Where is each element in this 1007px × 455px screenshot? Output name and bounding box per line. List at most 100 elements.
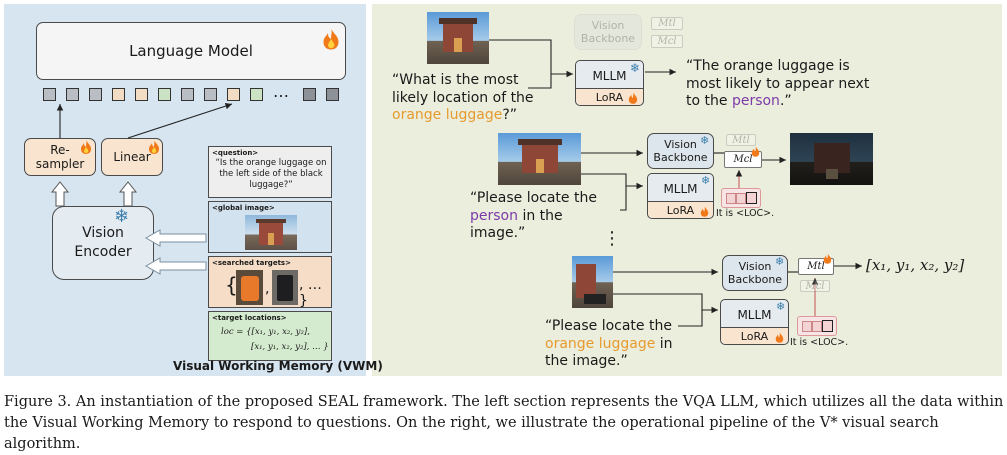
language-model-box: Language Model — [36, 22, 346, 80]
flame-icon — [823, 253, 832, 264]
snowflake-icon: ❄ — [700, 134, 710, 147]
row3-mcl-label: Mcl — [805, 280, 825, 292]
row1-answer-end: .” — [779, 93, 792, 109]
row1-vision-backbone-ghost: Vision Backbone — [574, 14, 642, 50]
visual-token — [303, 88, 316, 101]
linear-label: Linear — [113, 150, 151, 164]
token-ellipsis: … — [273, 82, 289, 101]
row1-question-end: ?” — [502, 107, 518, 123]
row2-input-image — [498, 133, 581, 185]
row3-vision-backbone-box: Vision Backbone — [722, 255, 788, 291]
row3-question-text: “Please locate the — [545, 318, 672, 334]
row1-mcl-label: Mcl — [657, 36, 677, 47]
visual-token — [204, 88, 217, 101]
row2-mllm-label: MLLM — [663, 182, 698, 196]
row1-mcl-ghost: Mcl — [651, 35, 683, 48]
row2-question-highlight: person — [470, 207, 518, 224]
loc-line-2: [x₁, y₁, x₂, y₂], … } — [251, 342, 329, 352]
row1-mtl-ghost: Mtl — [651, 17, 683, 30]
row2-mcl-label: Mcl — [733, 154, 753, 165]
row1-input-image — [427, 12, 489, 64]
row3-question-highlight: orange luggage — [545, 335, 656, 352]
snowflake-icon: ❄ — [701, 174, 711, 187]
row2-question-text: “Please locate the — [470, 190, 597, 206]
flame-icon — [775, 332, 784, 343]
row1-mllm-label: MLLM — [592, 69, 627, 83]
row3-vision-backbone-label: Vision Backbone — [727, 260, 783, 286]
row2-lora-label: LoRA — [666, 203, 695, 217]
snowflake-icon: ❄ — [114, 206, 130, 227]
row3-input-image — [572, 256, 613, 308]
row1-answer: “The orange luggage is most likely to ap… — [686, 58, 886, 111]
flame-icon — [81, 140, 91, 154]
row1-vision-backbone-label: Vision Backbone — [580, 19, 636, 45]
row3-question: “Please locate the orange luggage in the… — [545, 318, 677, 371]
visual-token — [43, 88, 56, 101]
flame-icon — [751, 146, 760, 157]
vwm-target-locations-box: <target locations> loc = {[x₁, y₁, x₂, y… — [208, 311, 332, 361]
row2-mtl-label: Mtl — [732, 134, 750, 146]
flame-icon — [700, 206, 709, 217]
language-model-label: Language Model — [129, 42, 253, 60]
visual-token — [158, 88, 171, 101]
vwm-global-image-box: <global image> — [208, 201, 332, 253]
black-luggage-crop — [272, 270, 298, 305]
vertical-ellipsis: ⋮ — [603, 228, 621, 249]
flame-icon — [628, 92, 638, 104]
snowflake-icon: ❄ — [775, 255, 785, 268]
visual-token — [112, 88, 125, 101]
row3-it-is-loc: It is <LOC>. — [790, 337, 849, 348]
row2-vision-backbone-box: Vision Backbone — [647, 133, 714, 169]
visual-token — [227, 88, 240, 101]
row1-answer-text: “The orange luggage is most likely to ap… — [686, 58, 870, 109]
question-text: “Is the orange luggage on the left side … — [215, 158, 327, 190]
row2-lora-box: LoRA — [648, 201, 713, 218]
row3-lora-label: LoRA — [740, 329, 769, 343]
orange-luggage-crop — [236, 270, 263, 305]
row1-question: “What is the most likely location of the… — [392, 72, 552, 125]
flame-icon — [149, 140, 159, 154]
vision-encoder-box: Vision Encoder — [52, 206, 154, 280]
row3-output-tokens — [797, 316, 837, 336]
question-header: <question> — [212, 149, 259, 157]
visual-token — [326, 88, 339, 101]
row3-mtl-label: Mtl — [807, 261, 825, 272]
visual-token — [89, 88, 102, 101]
row2-output-tokens — [721, 188, 761, 208]
global-image-header: <global image> — [212, 204, 275, 212]
row3-lora-box: LoRA — [721, 327, 788, 344]
locations-header: <target locations> — [212, 314, 287, 322]
resampler-label: Re- sampler — [35, 143, 85, 171]
flame-icon — [323, 28, 339, 50]
linear-box: Linear — [101, 138, 163, 176]
targets-brace-close: , … } — [299, 277, 322, 309]
row1-lora-label: LoRA — [595, 90, 624, 104]
vwm-title: Visual Working Memory (VWM) — [173, 359, 383, 373]
row1-answer-highlight: person — [731, 93, 780, 109]
figure-caption: Figure 3. An instantiation of the propos… — [4, 394, 1004, 452]
row2-question: “Please locate the person in the image.” — [470, 190, 620, 243]
row3-mllm-label: MLLM — [737, 308, 772, 322]
row1-question-highlight: orange luggage — [392, 107, 503, 123]
snowflake-icon: ❄ — [776, 300, 786, 313]
targets-brace-open: { — [225, 273, 238, 297]
vwm-searched-targets-box: <searched targets> { , , … } — [208, 256, 332, 309]
row1-mtl-label: Mtl — [658, 18, 676, 29]
vwm-question-box: <question> “Is the orange luggage on the… — [208, 146, 332, 198]
visual-token — [66, 88, 79, 101]
row1-lora-box: LoRA — [576, 88, 643, 105]
left-arrows — [50, 102, 233, 275]
row2-vision-backbone-label: Vision Backbone — [653, 138, 708, 164]
row2-it-is-loc: It is <LOC>. — [716, 208, 775, 219]
row3-mcl-ghost: Mcl — [800, 280, 830, 292]
row3-coordinates: [x₁, y₁, x₂, y₂] — [866, 256, 965, 274]
row2-heatmap-image — [790, 133, 873, 185]
targets-header: <searched targets> — [212, 259, 291, 267]
row1-question-text: “What is the most likely location of the — [392, 72, 534, 106]
row2-mtl-ghost: Mtl — [726, 134, 756, 146]
row2-question-end: in the image.” — [470, 207, 563, 242]
visual-token — [250, 88, 263, 101]
global-image-thumbnail — [245, 215, 297, 250]
vision-encoder-label: Vision Encoder — [74, 225, 132, 260]
targets-comma: , — [265, 281, 270, 297]
